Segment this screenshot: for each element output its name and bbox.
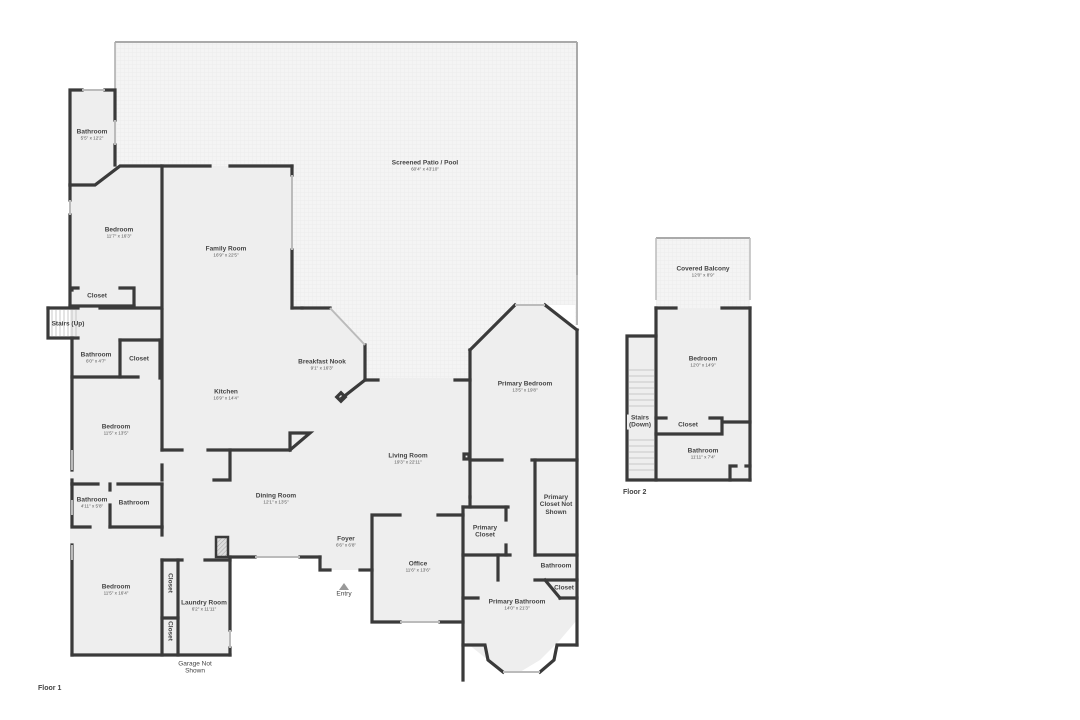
room-closet-4: Closet: [166, 573, 174, 593]
room-stairs-up: Stairs (Up): [51, 320, 85, 328]
room-closet-5: Closet: [166, 621, 174, 641]
patio-area: [115, 42, 577, 378]
room-closet-3: Closet: [554, 584, 574, 592]
room-closet-1: Closet: [87, 292, 107, 300]
entry-arrow-icon: [339, 583, 349, 590]
room-closet-2: Closet: [129, 355, 149, 363]
floor-2-label: Floor 2: [623, 489, 647, 496]
floor-1-plan: [46, 41, 580, 682]
floor-1-label: Floor 1: [38, 685, 62, 692]
room-bathroom-5: Bathroom: [540, 562, 572, 570]
entry-label: Entry: [336, 590, 352, 598]
room-primary-closet-not-shown: Primary Closet Not Shown: [539, 493, 573, 516]
room-stairs-down: Stairs (Down): [627, 414, 653, 430]
room-bathroom-4: Bathroom: [118, 499, 150, 507]
floor-2-plan: [625, 237, 752, 482]
room-closet-floor2: Closet: [678, 421, 698, 429]
garage-label: Garage Not Shown: [178, 660, 212, 675]
room-primary-closet: Primary Closet: [472, 524, 498, 539]
